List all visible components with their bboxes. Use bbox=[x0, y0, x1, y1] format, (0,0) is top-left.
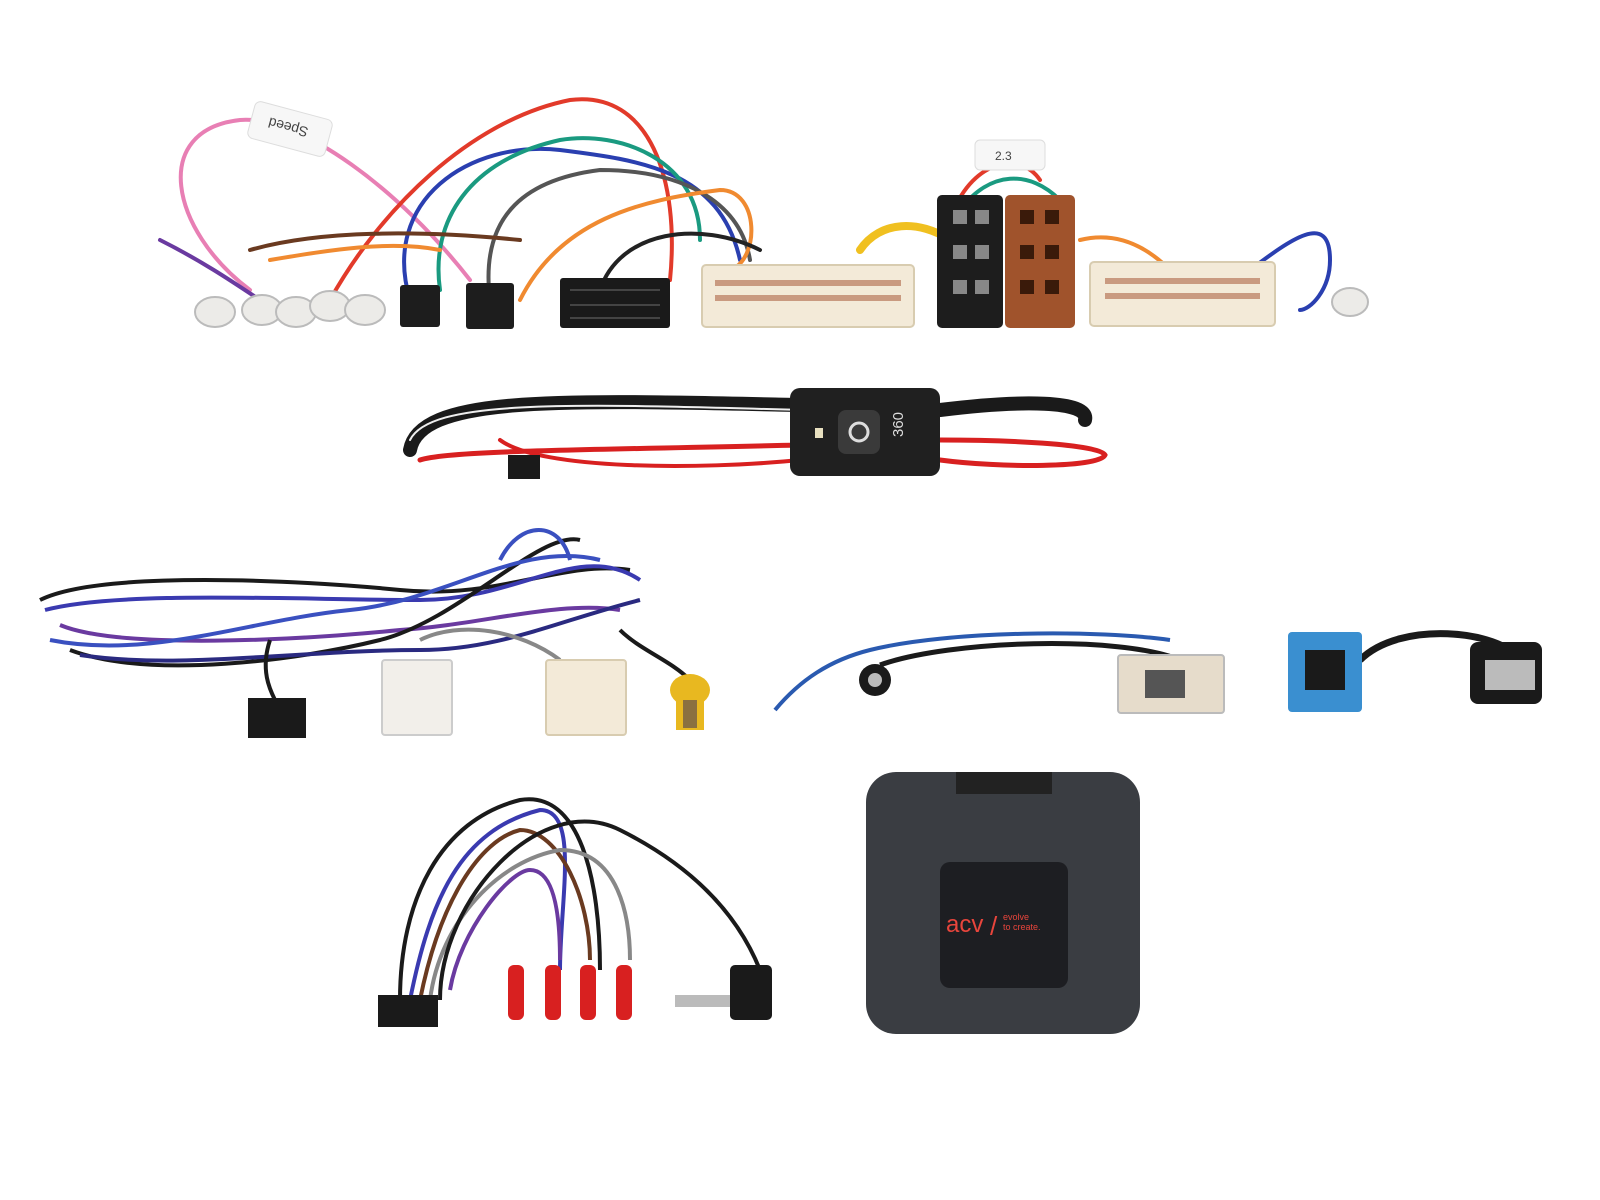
speed-tag: Speed bbox=[247, 101, 333, 157]
cream-connector-right bbox=[1089, 261, 1276, 327]
svg-text:360: 360 bbox=[890, 412, 907, 437]
svg-text:2.3: 2.3 bbox=[995, 149, 1012, 163]
bullet-connectors bbox=[508, 965, 632, 1020]
camera-360-module: 360 bbox=[790, 388, 940, 476]
led-indicator bbox=[815, 428, 823, 438]
antenna-adapter bbox=[773, 631, 1225, 714]
rca-video-plug bbox=[670, 674, 710, 730]
svg-text:acv: acv bbox=[946, 911, 983, 938]
svg-text:/: / bbox=[990, 911, 998, 941]
ring-terminals bbox=[194, 287, 1369, 328]
steering-harness-connector bbox=[378, 995, 438, 1027]
button-icon bbox=[838, 410, 880, 454]
camera-harness-coil bbox=[39, 528, 692, 701]
steering-wheel-harness bbox=[398, 797, 762, 1001]
white-connector-b bbox=[545, 659, 627, 736]
camera-module-plug bbox=[508, 455, 540, 479]
svg-text:to create.: to create. bbox=[1003, 922, 1041, 932]
white-connector-a bbox=[381, 659, 453, 736]
acv-interface-box: acv / evolve to create. bbox=[866, 772, 1140, 1034]
camera-360-cable bbox=[403, 395, 1108, 468]
svg-text:evolve: evolve bbox=[1003, 912, 1029, 922]
jack-plug bbox=[675, 965, 772, 1020]
small-black-connectors bbox=[400, 278, 670, 329]
camera-icon bbox=[848, 421, 870, 443]
iso-connector-brown bbox=[1005, 195, 1075, 328]
cream-connector-left bbox=[701, 264, 915, 328]
iso-connector-black bbox=[937, 195, 1003, 328]
camera-harness-plug bbox=[248, 698, 306, 738]
wire-tag: 2.3 bbox=[974, 139, 1046, 171]
usb-adapter bbox=[1288, 630, 1542, 712]
